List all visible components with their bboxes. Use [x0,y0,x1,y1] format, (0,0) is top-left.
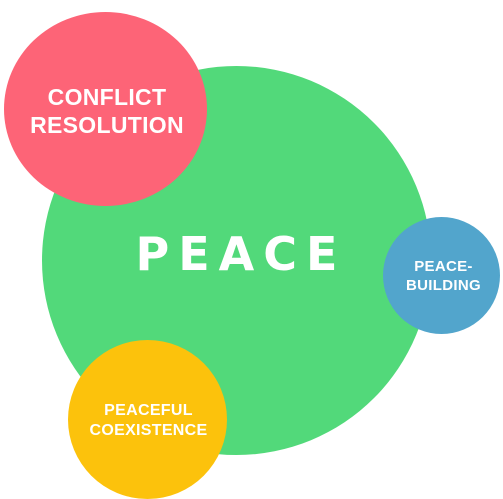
peace-label: PEACE [135,226,347,281]
peace-building-label: PEACE- BUILDING [406,257,481,294]
peaceful-coexistence-label: PEACEFUL COEXISTENCE [89,401,208,439]
conflict-resolution-label: CONFLICT RESOLUTION [30,84,184,138]
conflict-resolution-circle: CONFLICT RESOLUTION [4,12,207,206]
peace-building-circle: PEACE- BUILDING [383,217,500,334]
peaceful-coexistence-circle: PEACEFUL COEXISTENCE [68,340,227,499]
